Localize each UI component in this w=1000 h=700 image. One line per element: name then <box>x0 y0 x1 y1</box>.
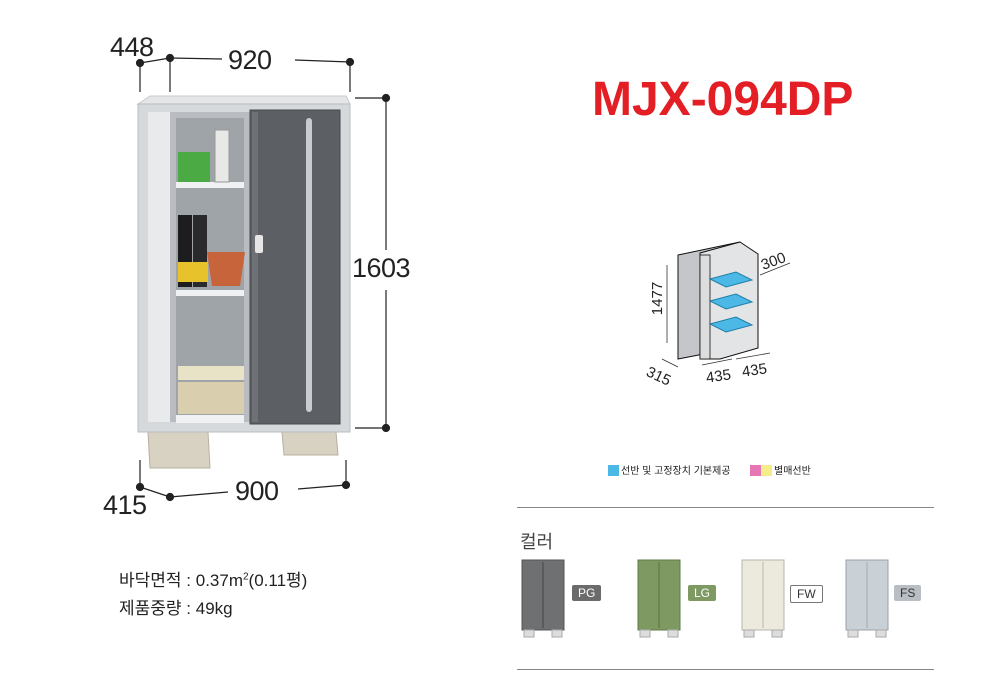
dim-depth-top: 448 <box>110 32 154 62</box>
dim-width-bottom: 900 <box>235 476 279 506</box>
interior-diagram <box>661 241 791 368</box>
spec-floor-area-value: 0.37m <box>195 571 243 590</box>
legend-optional-swatch-yellow <box>761 465 772 476</box>
color-section-title: 컬러 <box>520 532 554 552</box>
color-badge-lg: LG <box>688 585 717 601</box>
product-model-title: MJX-094DP <box>592 73 854 126</box>
color-shed-fw <box>741 559 785 638</box>
dim-depth-bottom: 415 <box>103 490 147 520</box>
legend-standard: 선반 및 고정장치 기본제공 <box>608 462 731 477</box>
spec-floor-area-extra: (0.11평) <box>248 571 308 590</box>
color-option-lg[interactable]: LG <box>636 558 736 640</box>
shed-illustration <box>135 53 391 502</box>
interior-width-left: 435 <box>704 366 733 387</box>
color-section-divider-bottom <box>517 669 934 670</box>
color-option-list: PG LG FW FS <box>520 558 940 640</box>
dim-width-top: 920 <box>228 45 272 75</box>
color-shed-pg <box>521 559 565 638</box>
spec-weight-label: 제품중량 : <box>119 599 196 618</box>
legend-standard-label: 선반 및 고정장치 기본제공 <box>621 466 731 477</box>
spec-floor-area-sup: 2 <box>242 571 249 583</box>
spec-weight-value: 49kg <box>195 599 233 618</box>
spec-floor-area: 바닥면적 : 0.37m2(0.11평) <box>119 566 307 591</box>
color-section-divider-top <box>517 507 934 508</box>
dim-height: 1603 <box>352 253 411 283</box>
legend-optional: 별매선반 <box>750 462 811 477</box>
spec-floor-area-label: 바닥면적 : <box>119 571 196 590</box>
color-option-fs[interactable]: FS <box>844 558 944 640</box>
color-badge-fw: FW <box>790 585 823 603</box>
legend-optional-label: 별매선반 <box>774 466 811 477</box>
color-shed-fs <box>845 559 889 638</box>
spec-weight: 제품중량 : 49kg <box>119 594 233 619</box>
interior-height: 1477 <box>649 281 667 316</box>
color-option-fw[interactable]: FW <box>740 558 840 640</box>
color-badge-pg: PG <box>572 585 602 601</box>
color-badge-fs: FS <box>894 585 922 601</box>
color-shed-lg <box>637 559 681 638</box>
color-option-pg[interactable]: PG <box>520 558 620 640</box>
legend-optional-swatch-pink <box>750 465 761 476</box>
interior-width-right: 435 <box>740 360 769 381</box>
legend-standard-swatch <box>608 465 619 476</box>
